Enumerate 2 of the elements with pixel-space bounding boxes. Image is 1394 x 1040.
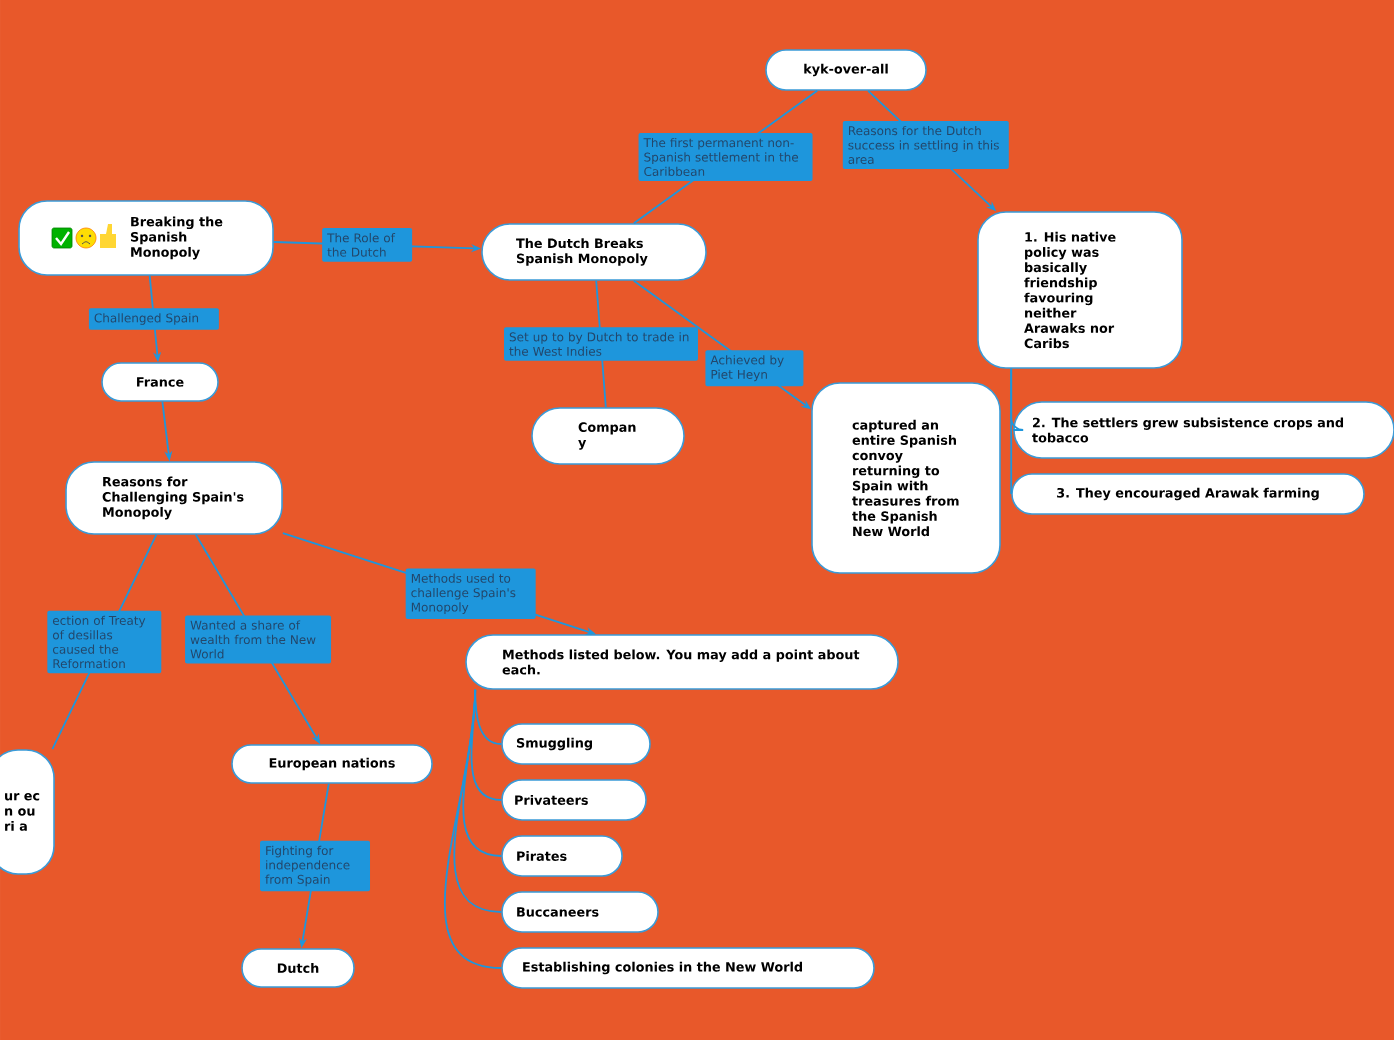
connector bbox=[1010, 367, 1013, 495]
connector bbox=[444, 688, 503, 969]
